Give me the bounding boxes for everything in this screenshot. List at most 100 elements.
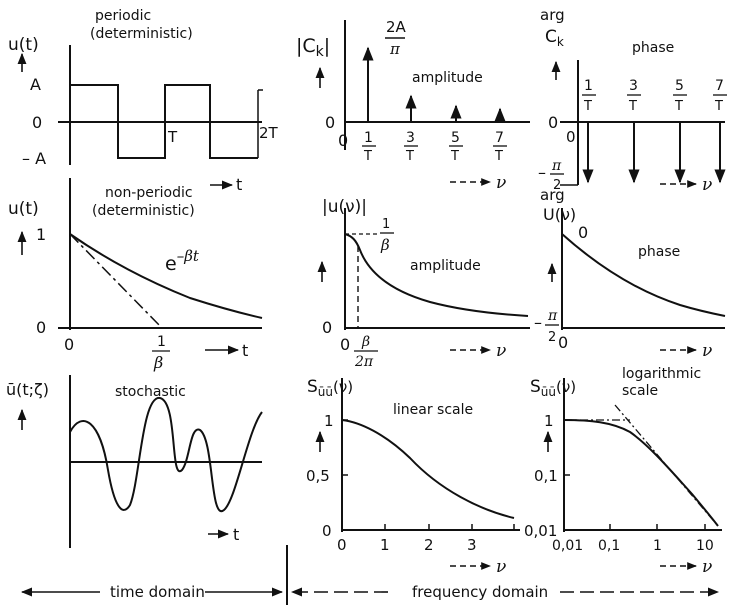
amp-curve — [344, 233, 529, 317]
psd-log-xtick-01: 0,1 — [598, 538, 620, 554]
periodic-label-A: A — [30, 75, 41, 94]
phase-line-tick-7-num: 7 — [715, 78, 724, 94]
periodic-square-wave — [70, 84, 258, 159]
phase-line-minus: – — [538, 163, 546, 182]
phase-curve-zero-x: 0 — [558, 333, 568, 352]
time-domain-label: time domain — [110, 583, 205, 601]
phase-line-tick-1-den: T — [583, 99, 592, 114]
amp-curve-cut-num: β — [361, 334, 370, 350]
amp-line-tick-3-den: T — [405, 149, 414, 164]
psd-log-title: logarithmic — [622, 366, 701, 382]
phase-curve-zero-top: 0 — [578, 223, 588, 242]
psd-lin-ytick-half: 0,5 — [306, 467, 330, 485]
psd-log-title2: scale — [622, 383, 658, 399]
phase-line-zero-x: 0 — [566, 128, 576, 146]
phase-line-ylabel2: Ck — [545, 27, 564, 49]
phase-line-plot — [551, 60, 726, 188]
amp-line-peak-den: π — [389, 40, 401, 58]
phase-line-zero-y: 0 — [548, 113, 558, 132]
periodic-label-2T: 2T — [259, 124, 279, 142]
domain-footer — [20, 545, 720, 605]
phase-line-tick-3-num: 3 — [629, 78, 638, 94]
amp-line-tick-5-num: 5 — [451, 130, 460, 146]
phase-curve-two: 2 — [548, 330, 556, 345]
phase-line-pi: π — [551, 158, 562, 174]
exp-label-zero-y: 0 — [36, 318, 46, 337]
psd-linear-plot — [315, 378, 520, 570]
exp-subtitle: (deterministic) — [92, 203, 195, 219]
exp-formula: e–βt — [165, 247, 200, 275]
amp-line-nu: ν — [496, 173, 506, 193]
amp-line-ylabel: |Ck| — [296, 35, 330, 60]
amp-curve-nu: ν — [496, 341, 506, 361]
frequency-domain-label: frequency domain — [412, 583, 548, 601]
exponential-plot — [17, 178, 263, 355]
periodic-label-t: t — [236, 175, 242, 194]
psd-lin-xtick-1: 1 — [380, 536, 390, 554]
amp-line-tick-7-den: T — [494, 149, 503, 164]
phase-line-title: phase — [632, 40, 674, 56]
amp-line-zero-y: 0 — [325, 113, 335, 132]
phase-curve-nu: ν — [702, 341, 712, 361]
psd-lin-title: linear scale — [393, 402, 473, 418]
periodic-label-T: T — [167, 128, 178, 146]
psd-log-asymptote-slope — [614, 404, 719, 527]
stoch-title: stochastic — [115, 384, 186, 400]
exp-label-zero-x: 0 — [64, 335, 74, 354]
psd-log-xtick-10: 10 — [696, 538, 714, 554]
phase-curve — [561, 233, 726, 317]
psd-lin-curve — [341, 419, 515, 519]
exp-label-one: 1 — [36, 225, 46, 244]
psd-log-ylabel: Sūū(ν) — [530, 377, 576, 399]
phase-line-tick-1-num: 1 — [584, 78, 593, 94]
exp-title: non-periodic — [105, 185, 193, 201]
periodic-plot — [17, 45, 263, 190]
stochastic-plot — [17, 375, 263, 548]
exp-beta-num: 1 — [157, 334, 166, 350]
phase-line-tick-5-num: 5 — [675, 78, 684, 94]
stoch-ylabel: ū(t;ζ) — [6, 380, 49, 399]
amp-line-tick-1-den: T — [363, 149, 372, 164]
phase-curve-title: phase — [638, 244, 680, 260]
exp-tangent-line — [69, 233, 163, 329]
phase-line-tick-3-den: T — [628, 99, 637, 114]
phase-line-two: 2 — [553, 178, 561, 193]
phase-curve-ylabel2: U(ν) — [543, 205, 576, 224]
amp-line-tick-1-num: 1 — [364, 130, 373, 146]
exp-label-t: t — [242, 341, 248, 360]
amp-curve-level-num: 1 — [382, 217, 390, 232]
amp-curve-zero-x: 0 — [340, 335, 350, 354]
periodic-label-zero: 0 — [32, 113, 42, 132]
periodic-subtitle: (deterministic) — [90, 26, 193, 42]
amp-curve-zero-y: 0 — [322, 318, 332, 337]
amp-curve-ylabel: |u(ν)| — [322, 197, 367, 217]
periodic-label-minusA: – A — [22, 149, 46, 168]
phase-line-ylabel: arg — [540, 6, 565, 24]
amp-curve-cut-den: 2π — [354, 354, 374, 370]
exp-beta-den: β — [153, 353, 163, 372]
psd-lin-nu: ν — [496, 557, 506, 577]
psd-log-plot — [543, 378, 722, 570]
phase-curve-minus: – — [534, 313, 542, 332]
psd-lin-ylabel: Sūū(ν) — [307, 377, 353, 399]
psd-log-curve — [563, 419, 719, 527]
phase-curve-ylabel: arg — [540, 186, 565, 204]
amp-curve-title: amplitude — [410, 258, 481, 274]
phase-line-tick-5-den: T — [674, 99, 683, 114]
psd-log-xtick-1: 1 — [653, 538, 662, 554]
stoch-label-t: t — [233, 525, 239, 544]
psd-log-xtick-001: 0,01 — [552, 538, 583, 554]
psd-lin-ytick-0: 0 — [322, 522, 332, 540]
exp-decay-curve — [69, 233, 263, 319]
amp-line-tick-7-num: 7 — [495, 130, 504, 146]
psd-lin-xtick-2: 2 — [424, 536, 434, 554]
psd-log-ytick-1: 1 — [544, 412, 554, 430]
amp-line-zero-x: 0 — [338, 131, 348, 150]
amp-line-tick-3-num: 3 — [406, 130, 415, 146]
exp-ylabel: u(t) — [8, 199, 39, 219]
periodic-title: periodic — [95, 8, 151, 24]
phase-line-nu: ν — [702, 175, 712, 195]
amplitude-line-plot — [315, 20, 530, 186]
phase-line-tick-7-den: T — [714, 99, 723, 114]
